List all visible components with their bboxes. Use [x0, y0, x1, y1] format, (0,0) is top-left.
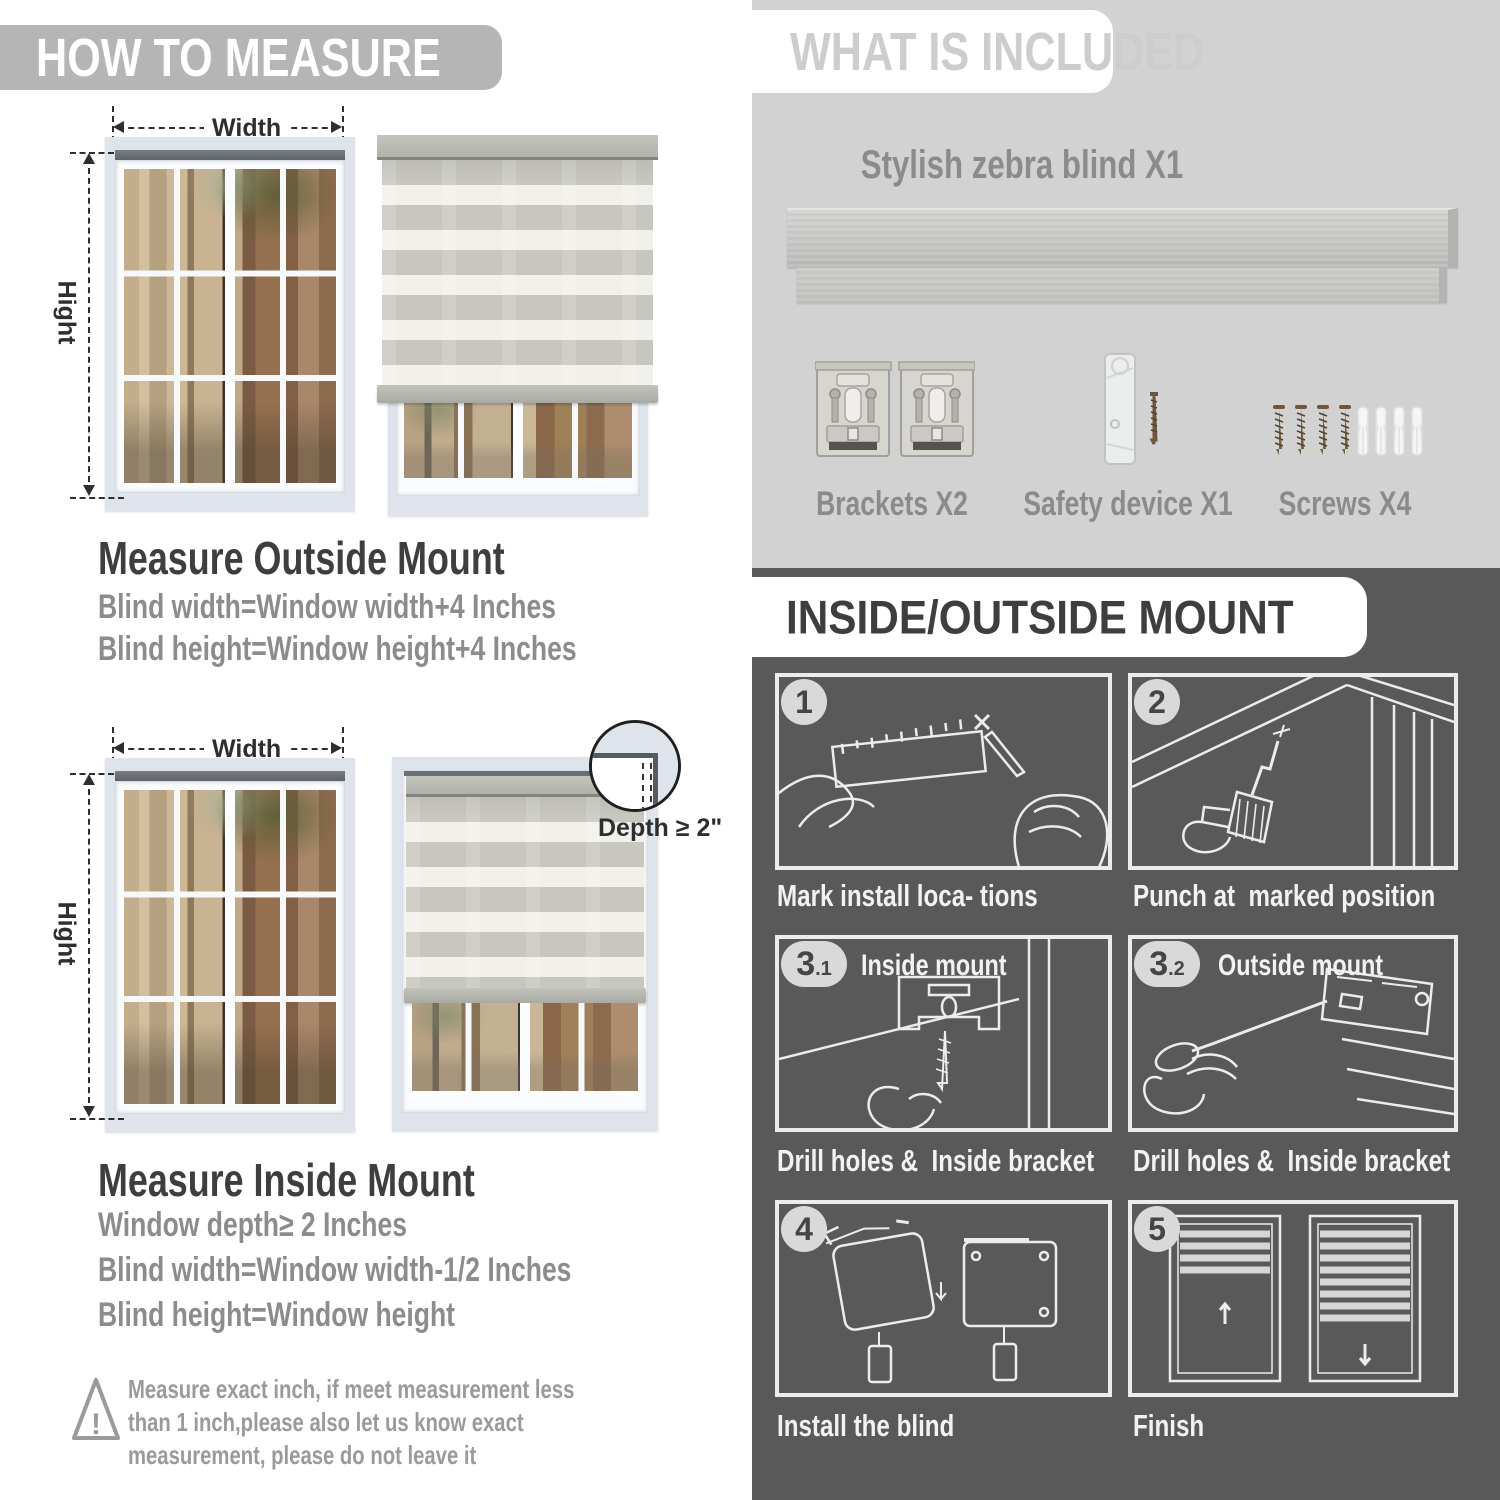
inside-mount-line3: Blind height=Window height: [98, 1296, 456, 1334]
height-tick-bottom-2: [70, 1118, 124, 1120]
mount-title: INSIDE/OUTSIDE MOUNT: [786, 590, 1294, 644]
window-illustration-2: [105, 758, 355, 1132]
step3-2-panel: 3.2 Outside mount: [1128, 935, 1458, 1132]
step2-illustration: [1132, 677, 1454, 866]
how-to-measure-title: HOW TO MEASURE: [36, 27, 441, 88]
step3-1-panel: 3.1 Inside mount: [775, 935, 1112, 1132]
height-arrow-bottom-2: [83, 1106, 95, 1117]
inside-mount-line1: Window depth≥ 2 Inches: [98, 1206, 408, 1244]
inside-blind-cassette: [406, 776, 644, 797]
safety-device-icon: [1104, 353, 1158, 465]
product-label: Stylish zebra blind X1: [860, 143, 1184, 187]
warning-line3: measurement, please do not leave it: [128, 1440, 477, 1470]
step5-caption: Finish: [1133, 1408, 1205, 1443]
warning-line1: Measure exact inch, if meet measurement …: [128, 1374, 575, 1404]
height-arrow-line-2: [88, 779, 90, 1113]
outside-mount-line2: Blind height=Window height+4 Inches: [98, 630, 577, 668]
width-arrow-left-2: [113, 742, 124, 754]
included-section: WHAT IS INCLUDED Stylish zebra blind X1: [752, 0, 1500, 568]
step1-panel: 1: [775, 673, 1112, 870]
detail-dashed-depth: [642, 763, 644, 809]
screws-label: Screws X4: [1278, 485, 1412, 523]
step3-2-label: Outside mount: [1218, 949, 1384, 982]
blind-cassette: [377, 135, 658, 160]
height-label: Hight: [52, 280, 81, 345]
inside-mount-title: Measure Inside Mount: [98, 1154, 475, 1206]
height-arrow-top-2: [83, 774, 95, 785]
step3-1-number: 3.1: [781, 941, 847, 987]
blind-headrail: [787, 208, 1458, 268]
step5-number: 5: [1134, 1206, 1180, 1252]
inside-blind-bottom-bar: [404, 988, 646, 1003]
blind-fabric: [382, 160, 653, 385]
blind-window: [388, 398, 648, 516]
inside-blind-window: [392, 757, 658, 1131]
step1-number: 1: [781, 679, 827, 725]
depth-detail-circle: [589, 720, 681, 812]
inside-mount-line2: Blind width=Window width-1/2 Inches: [98, 1251, 572, 1289]
window-top-rail: [115, 150, 345, 160]
window-panes-photo: [124, 169, 336, 483]
step3-2-caption: Drill holes & Inside bracket: [1133, 1143, 1451, 1178]
window-top-rail-2: [115, 771, 345, 781]
screws-icon: [1273, 404, 1423, 456]
step3-2-illustration: [1143, 967, 1454, 1116]
outside-mount-title: Measure Outside Mount: [98, 532, 505, 584]
window-illustration: [105, 137, 355, 511]
inside-blind-fabric: [406, 797, 644, 988]
mount-section: INSIDE/OUTSIDE MOUNT 1 Mark install loca…: [752, 568, 1500, 1500]
step2-number: 2: [1134, 679, 1180, 725]
step3-1-caption: Drill holes & Inside bracket: [777, 1143, 1095, 1178]
inside-blind-window-photo: [412, 1003, 638, 1091]
step4-number: 4: [781, 1206, 827, 1252]
warning-exclamation: !: [91, 1408, 101, 1441]
what-is-included-title: WHAT IS INCLUDED: [790, 21, 1205, 82]
outside-mount-figure: Width Hight: [0, 100, 750, 540]
brackets-icon: [815, 361, 975, 457]
step3-1-label: Inside mount: [861, 949, 1007, 982]
step1-illustration: [779, 713, 1108, 866]
width-arrow-left: [113, 121, 124, 133]
step1-caption: Mark install loca- tions: [777, 878, 1038, 913]
blind-headrail-fabric: [797, 268, 1447, 303]
detail-dashed-depth2: [650, 763, 652, 809]
warning-line2: than 1 inch,please also let us know exac…: [128, 1407, 524, 1437]
warning-triangle-icon: [72, 1378, 120, 1440]
step5-panel: 5: [1128, 1200, 1458, 1397]
outside-mount-line1: Blind width=Window width+4 Inches: [98, 588, 556, 626]
mount-header: INSIDE/OUTSIDE MOUNT: [752, 577, 1367, 657]
step2-caption: Punch at marked position: [1133, 878, 1436, 913]
step5-illustration: [1168, 1214, 1422, 1383]
depth-label: Depth ≥ 2": [598, 814, 723, 842]
height-label-2: Hight: [52, 901, 81, 966]
height-arrow-top: [83, 153, 95, 164]
blind-window-photo: [404, 398, 632, 478]
what-is-included-header: WHAT IS INCLUDED: [752, 10, 1204, 93]
inside-mount-figure: Width Hight Depth ≥: [0, 720, 750, 1161]
step4-caption: Install the blind: [777, 1408, 955, 1443]
step3-2-number: 3.2: [1134, 941, 1200, 987]
safety-device-label: Safety device X1: [1023, 485, 1233, 523]
height-arrow-line: [88, 158, 90, 492]
step4-illustration: [822, 1219, 1058, 1384]
height-arrow-bottom: [83, 485, 95, 496]
width-guide-right-2: [342, 727, 344, 773]
step3-1-illustration: [779, 939, 1051, 1128]
width-arrow-right: [331, 121, 342, 133]
inside-blind-shadow: [404, 771, 646, 776]
blind-bottom-bar: [377, 385, 658, 403]
how-to-measure-header: HOW TO MEASURE: [0, 25, 502, 90]
width-label: Width: [204, 114, 290, 143]
brackets-label: Brackets X2: [816, 485, 968, 523]
window-panes-photo-2: [124, 790, 336, 1104]
height-tick-bottom: [70, 497, 124, 499]
step2-panel: 2: [1128, 673, 1458, 870]
detail-corner-line: [592, 753, 658, 809]
step4-panel: 4: [775, 1200, 1112, 1397]
width-arrow-right-2: [331, 742, 342, 754]
width-guide-right: [342, 106, 344, 152]
